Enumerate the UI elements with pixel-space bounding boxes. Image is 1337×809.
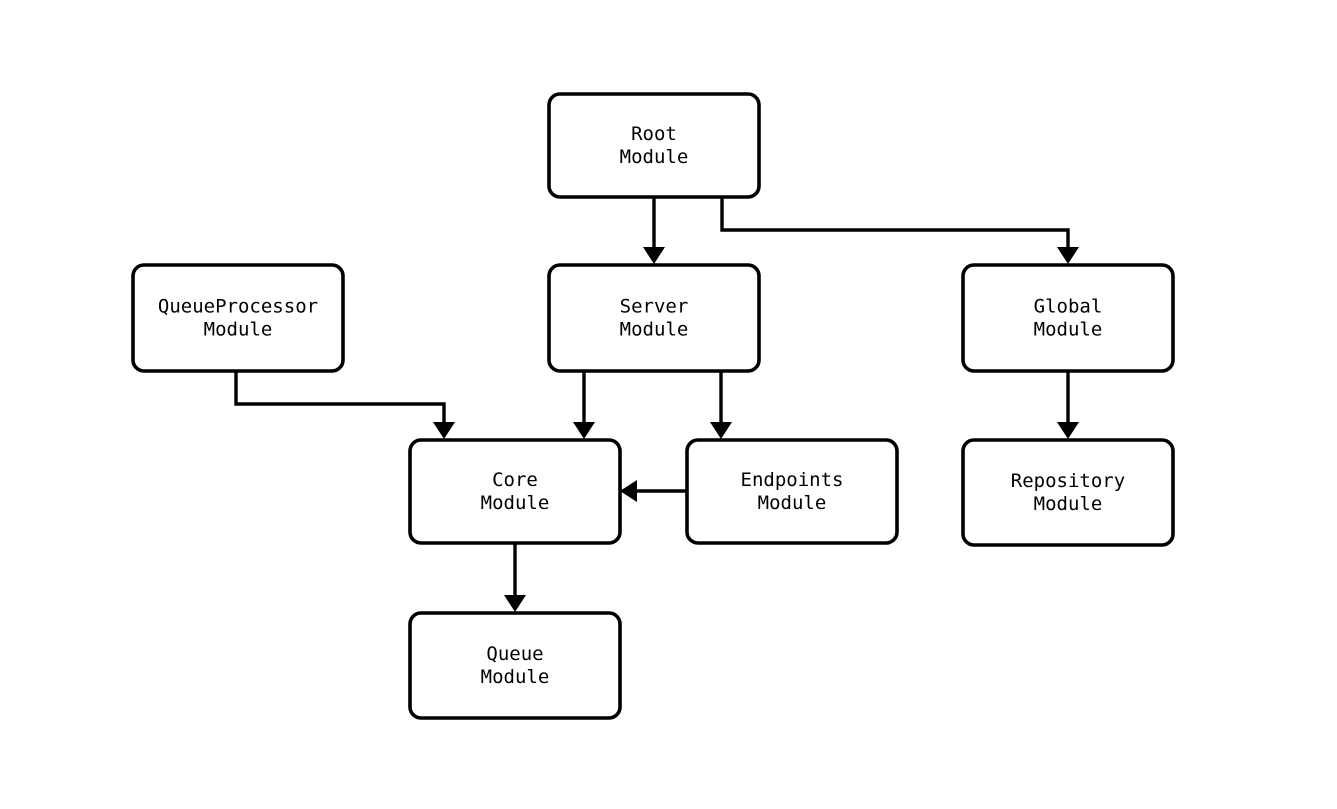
node-label-line2: Module (620, 146, 689, 168)
node-box[interactable] (961, 438, 1175, 547)
node-label-line2: Module (620, 319, 689, 341)
node-label-line1: Endpoints (741, 469, 844, 491)
edge-line (720, 197, 1070, 251)
node-box[interactable] (408, 611, 622, 720)
node-label-line1: Root (631, 123, 677, 145)
edge-root-global (720, 197, 1079, 264)
arrow-head-icon (1057, 247, 1079, 264)
node-label-line1: Core (492, 469, 538, 491)
arrow-head-icon (504, 595, 526, 612)
edge-queueprocessor-core (234, 371, 455, 439)
node-label-line1: QueueProcessor (158, 296, 318, 318)
node-label-line1: Server (620, 296, 689, 318)
arrow-head-icon (643, 247, 665, 264)
node-label-line1: Queue (486, 643, 543, 665)
node-box[interactable] (547, 92, 761, 199)
node-label-line1: Global (1034, 296, 1103, 318)
node-box[interactable] (408, 438, 622, 545)
arrow-head-icon (573, 422, 595, 439)
node-label-line2: Module (204, 319, 273, 341)
edge-global-repository (1057, 371, 1079, 439)
nodes-layer: RootModuleQueueProcessorModuleServerModu… (131, 92, 1175, 720)
edge-endpoints-core (620, 480, 687, 502)
arrow-head-icon (710, 422, 732, 439)
node-label-line1: Repository (1011, 470, 1125, 492)
edge-line (234, 371, 446, 426)
edge-core-queue (504, 543, 526, 612)
arrow-head-icon (433, 422, 455, 439)
arrow-head-icon (620, 480, 637, 502)
arrow-head-icon (1057, 422, 1079, 439)
node-label-line2: Module (758, 492, 827, 514)
node-label-line2: Module (481, 666, 550, 688)
edge-server-endpoints (710, 371, 732, 439)
node-box[interactable] (961, 263, 1175, 373)
edges-layer (234, 197, 1079, 612)
edge-server-core (573, 371, 595, 439)
node-label-line2: Module (1034, 319, 1103, 341)
node-box[interactable] (547, 263, 761, 373)
node-box[interactable] (131, 263, 345, 373)
node-label-line2: Module (1034, 493, 1103, 515)
node-label-line2: Module (481, 492, 550, 514)
node-box[interactable] (685, 438, 899, 545)
edge-root-server (643, 197, 665, 264)
